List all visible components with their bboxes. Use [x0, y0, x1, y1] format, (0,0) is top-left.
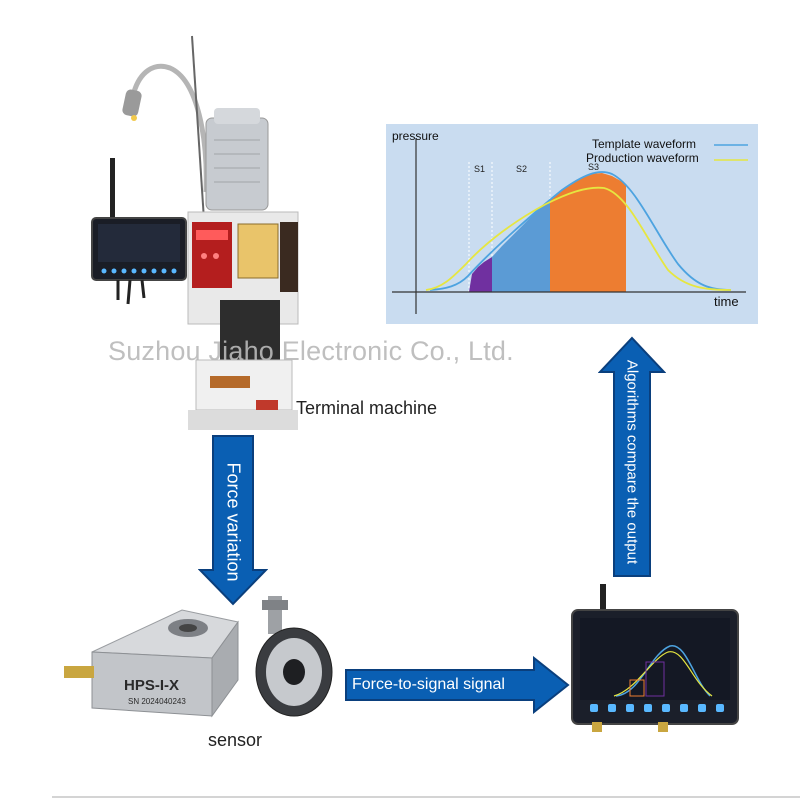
lamp-led	[131, 115, 137, 121]
sensor-block-top	[92, 610, 238, 658]
sensor-model: HPS-I-X	[124, 677, 179, 694]
legend-label-template: Template waveform	[592, 137, 696, 151]
ring-sensor-hole	[283, 659, 305, 685]
force-variation-label: Force variation	[223, 462, 244, 581]
force-to-signal-label: Force-to-signal signal	[352, 676, 505, 694]
sensor-serial: SN 2024040243	[128, 697, 186, 706]
indicator-light	[201, 253, 207, 259]
sensor-screw	[64, 666, 94, 678]
stage-label-s3: S3	[588, 162, 599, 172]
red-digits	[196, 230, 228, 240]
right-control-box	[280, 222, 298, 292]
sensor-hole-inner	[179, 624, 197, 632]
indicator-light	[213, 253, 219, 259]
stage-label-s2: S2	[516, 164, 527, 174]
ring-sensor-nut	[262, 600, 288, 610]
legend-label-production: Production waveform	[586, 151, 699, 165]
terminal-machine-label: Terminal machine	[296, 398, 437, 419]
side-antenna	[110, 158, 115, 220]
label-plate	[238, 224, 278, 278]
stage-label-s1: S1	[474, 164, 485, 174]
controller-connector	[658, 722, 668, 732]
sensor-label: sensor	[208, 730, 262, 751]
y-axis-label: pressure	[392, 129, 439, 143]
footer-divider	[52, 796, 800, 798]
lamp-head	[121, 89, 142, 118]
controller-connector	[592, 722, 602, 732]
x-axis-label: time	[714, 294, 739, 309]
watermark: Suzhou Jiaho Electronic Co., Ltd.	[108, 336, 514, 367]
motor-cap	[214, 108, 260, 124]
cables	[118, 280, 144, 304]
algorithms-label: Algorithms compare the output	[624, 360, 641, 564]
machine-base	[188, 410, 298, 430]
pressure-waveform-chart: pressure time Template waveform Producti…	[386, 124, 758, 324]
controller-device-image	[570, 584, 742, 732]
copper-strip	[210, 376, 250, 388]
motor-body	[206, 118, 268, 210]
terminal-machine-image	[88, 30, 308, 440]
touch-screen-content	[98, 224, 180, 262]
sensor-image: HPS-I-X SN 2024040243	[62, 592, 352, 732]
